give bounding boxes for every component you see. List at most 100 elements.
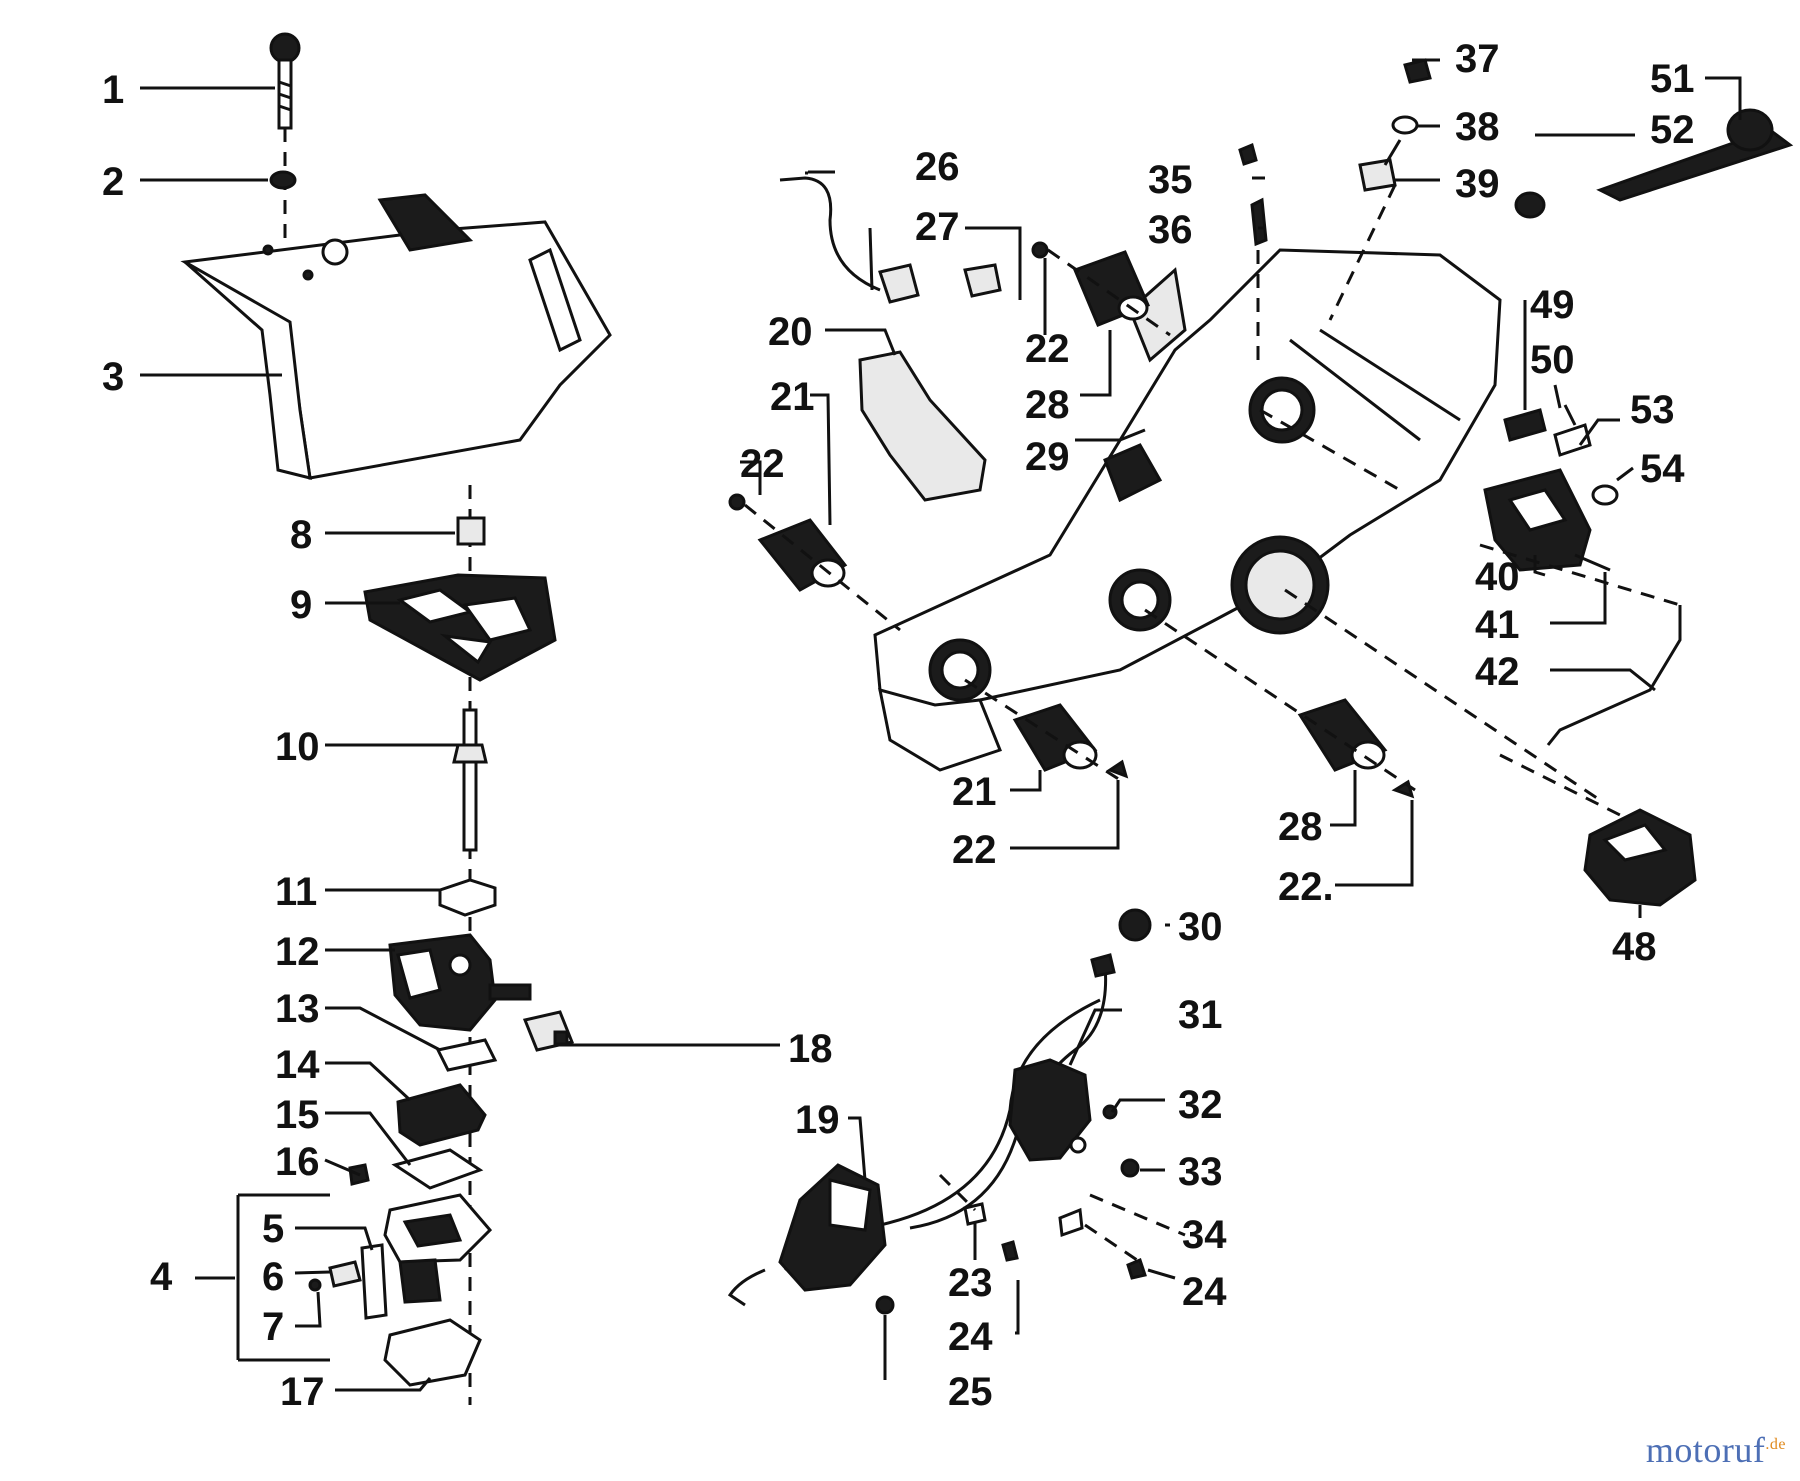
part-10-stud bbox=[452, 708, 488, 852]
label-30: 30 bbox=[1178, 905, 1223, 949]
part-19-switch-module bbox=[778, 1163, 887, 1292]
label-12: 12 bbox=[275, 930, 320, 974]
label-5: 5 bbox=[262, 1207, 284, 1251]
label-10: 10 bbox=[275, 725, 320, 769]
leader-15 bbox=[325, 1111, 412, 1166]
label-18: 18 bbox=[788, 1027, 833, 1071]
part-number-labels: 1 2 3 4 5 6 7 8 9 10 11 12 13 14 15 16 1… bbox=[102, 37, 1695, 1414]
label-26: 26 bbox=[915, 145, 960, 189]
label-23: 23 bbox=[948, 1261, 993, 1305]
label-25: 25 bbox=[948, 1370, 993, 1414]
part-54-clip bbox=[1591, 484, 1619, 506]
label-1: 1 bbox=[102, 68, 124, 112]
part-34-clamp bbox=[1058, 1207, 1084, 1238]
part-9-air-filter bbox=[363, 573, 557, 682]
label-22-lower-right: 22. bbox=[1278, 865, 1334, 909]
part-36-screw bbox=[1250, 197, 1268, 247]
part-52-button bbox=[1514, 191, 1546, 219]
label-22-lower: 22 bbox=[952, 828, 997, 872]
label-22-left: 22 bbox=[740, 442, 785, 486]
label-16: 16 bbox=[275, 1140, 320, 1184]
left-assembly bbox=[140, 32, 780, 1405]
leader-42 bbox=[1550, 668, 1656, 692]
part-22-screw-lower bbox=[1106, 759, 1129, 779]
part-8-nut bbox=[456, 516, 486, 546]
label-14: 14 bbox=[275, 1043, 320, 1087]
leader-6 bbox=[294, 1270, 331, 1275]
label-3: 3 bbox=[102, 355, 124, 399]
leader-54 bbox=[1616, 466, 1634, 482]
label-31: 31 bbox=[1178, 993, 1223, 1037]
part-40-trigger bbox=[1483, 468, 1592, 572]
label-6: 6 bbox=[262, 1255, 284, 1299]
label-21-lower: 21 bbox=[952, 770, 997, 814]
leader-29 bbox=[1075, 428, 1146, 442]
leader-4-bracket bbox=[195, 1193, 330, 1362]
label-34: 34 bbox=[1182, 1213, 1227, 1257]
label-36: 36 bbox=[1148, 208, 1193, 252]
part-23-terminal bbox=[963, 1202, 987, 1226]
label-20: 20 bbox=[768, 310, 813, 354]
part-22-screw-top bbox=[1031, 241, 1049, 259]
part-35-nipple bbox=[1238, 142, 1258, 166]
part-21-mount-left bbox=[757, 518, 848, 592]
part-14-adapter bbox=[396, 1083, 487, 1147]
label-37: 37 bbox=[1455, 37, 1500, 81]
leader-17 bbox=[335, 1377, 432, 1392]
leader-21a bbox=[810, 393, 832, 526]
label-48: 48 bbox=[1612, 925, 1657, 969]
label-29: 29 bbox=[1025, 435, 1070, 479]
label-2: 2 bbox=[102, 160, 124, 204]
label-41: 41 bbox=[1475, 603, 1520, 647]
part-12-carburetor bbox=[388, 933, 532, 1032]
leader-41 bbox=[1550, 572, 1607, 625]
label-53: 53 bbox=[1630, 388, 1675, 432]
label-32: 32 bbox=[1178, 1083, 1223, 1127]
spark-plug-terminal bbox=[1090, 953, 1116, 978]
part-22-screw-left bbox=[728, 493, 746, 511]
label-9: 9 bbox=[290, 583, 312, 627]
leader-16 bbox=[324, 1158, 361, 1177]
leader-22d bbox=[1335, 800, 1414, 887]
leader-32 bbox=[1110, 1098, 1165, 1113]
label-28-lower: 28 bbox=[1278, 805, 1323, 849]
part-29-handle-frame bbox=[873, 248, 1502, 772]
leader-24b bbox=[1147, 1268, 1176, 1280]
part-2-washer bbox=[269, 170, 297, 190]
leader-19 bbox=[848, 1116, 867, 1181]
label-4: 4 bbox=[150, 1255, 173, 1299]
leader-20 bbox=[825, 328, 897, 356]
label-22-top: 22 bbox=[1025, 327, 1070, 371]
part-24-screw-right bbox=[1126, 1257, 1147, 1280]
leader-22b bbox=[740, 460, 762, 495]
label-15: 15 bbox=[275, 1093, 320, 1137]
part-48-chain bbox=[1499, 753, 1621, 817]
leader-50 bbox=[1553, 384, 1562, 409]
part-48-cap bbox=[1583, 808, 1697, 907]
label-39: 39 bbox=[1455, 162, 1500, 206]
leader-53 bbox=[1578, 418, 1620, 446]
part-11-gasket bbox=[438, 878, 497, 917]
leader-7 bbox=[295, 1291, 322, 1328]
part-42-link bbox=[1546, 605, 1682, 746]
leader-13 bbox=[325, 1006, 441, 1052]
part-20-pad bbox=[858, 350, 987, 502]
part-27-connector bbox=[878, 263, 1002, 304]
part-28-mount-top bbox=[1073, 250, 1150, 327]
part-50-pin bbox=[1553, 423, 1592, 457]
label-24-right: 24 bbox=[1182, 1270, 1227, 1314]
label-8: 8 bbox=[290, 513, 312, 557]
label-50: 50 bbox=[1530, 338, 1575, 382]
leader-27 bbox=[965, 226, 1022, 300]
label-38: 38 bbox=[1455, 105, 1500, 149]
part-15-gasket bbox=[391, 1148, 484, 1190]
label-21-upper: 21 bbox=[770, 375, 815, 419]
label-40: 40 bbox=[1475, 555, 1520, 599]
part-49-spring bbox=[1503, 408, 1547, 442]
part-33-screw bbox=[1120, 1158, 1140, 1178]
handle-assembly bbox=[728, 58, 1794, 918]
label-11: 11 bbox=[275, 870, 317, 914]
part-5-6-7-intake bbox=[308, 1193, 493, 1320]
part-37-nut bbox=[1403, 58, 1432, 84]
leader-28b bbox=[1330, 770, 1357, 827]
